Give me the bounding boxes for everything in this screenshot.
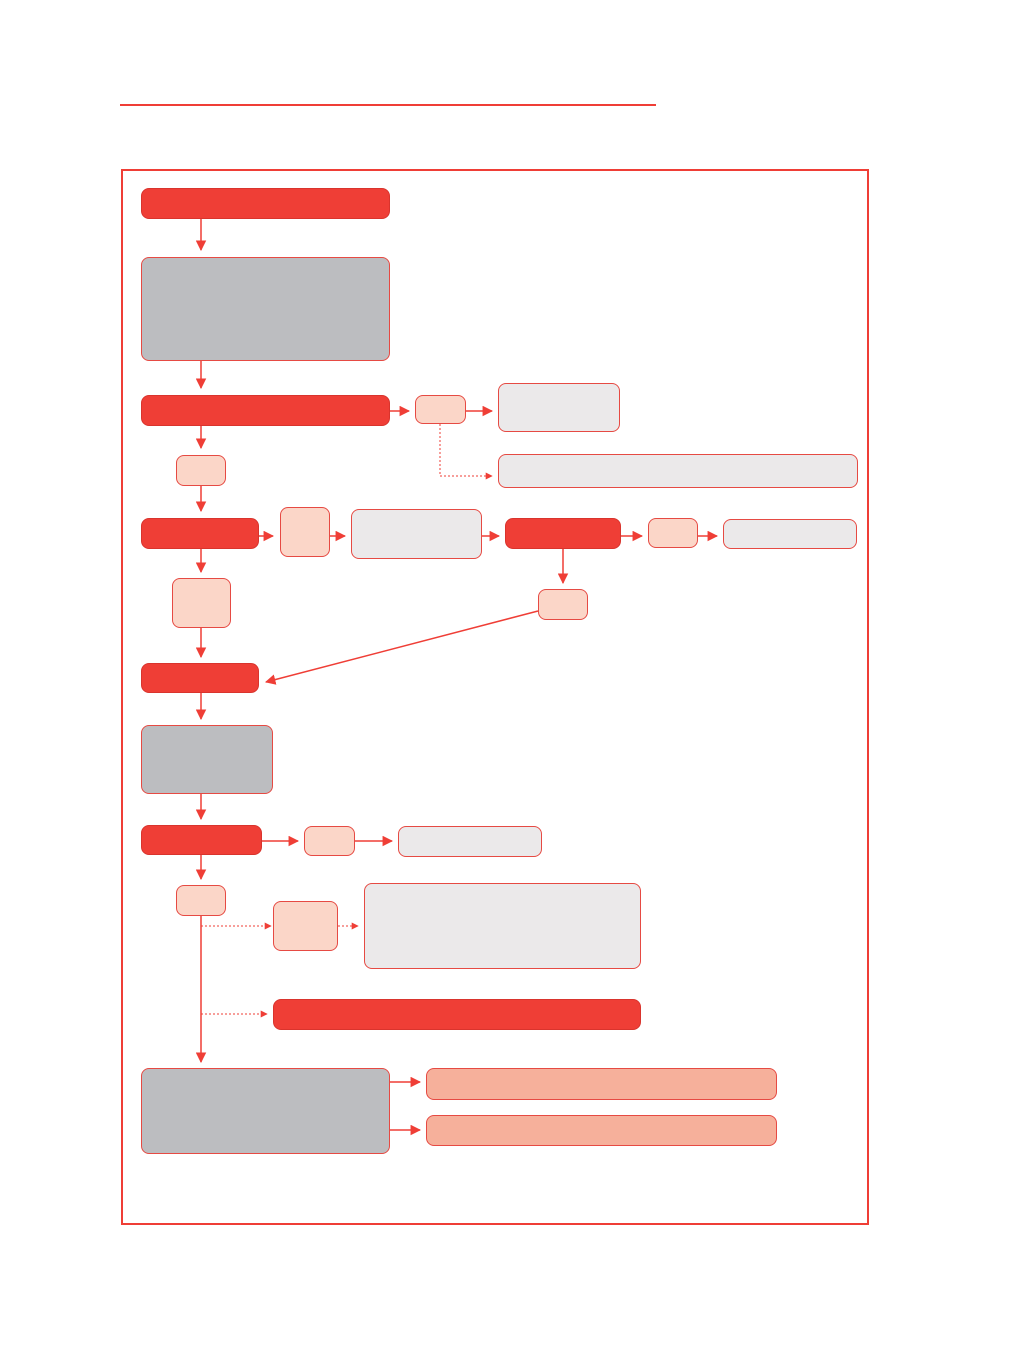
node-result-4: [723, 519, 857, 549]
node-start: [141, 188, 390, 219]
node-step-2: [141, 395, 390, 426]
node-step-9: [141, 1068, 390, 1154]
node-decision-3: [280, 507, 330, 557]
node-decision-7: [304, 826, 355, 856]
node-step-1: [141, 257, 390, 361]
node-outcome-2: [426, 1115, 777, 1146]
node-result-1: [498, 383, 620, 432]
header-rule: [120, 104, 656, 106]
node-decision-6: [172, 578, 231, 628]
node-outcome-1: [426, 1068, 777, 1100]
node-decision-8: [176, 885, 226, 916]
connector-decision-1-to-result-2: [439, 424, 493, 480]
node-result-2: [498, 454, 858, 488]
node-decision-4: [648, 518, 698, 548]
connector-decision-5-to-step-5: [264, 610, 539, 685]
flowchart-frame: [121, 169, 869, 1225]
node-decision-9: [273, 901, 338, 951]
node-step-6: [141, 725, 273, 794]
node-result-5: [398, 826, 542, 857]
node-step-8: [273, 999, 641, 1030]
node-step-4: [505, 518, 621, 549]
node-step-5: [141, 663, 259, 693]
node-result-6: [364, 883, 641, 969]
node-step-3: [141, 518, 259, 549]
node-decision-5: [538, 589, 588, 620]
node-result-3: [351, 509, 482, 559]
node-decision-1: [415, 395, 466, 424]
node-decision-2: [176, 455, 226, 486]
node-step-7: [141, 825, 262, 855]
